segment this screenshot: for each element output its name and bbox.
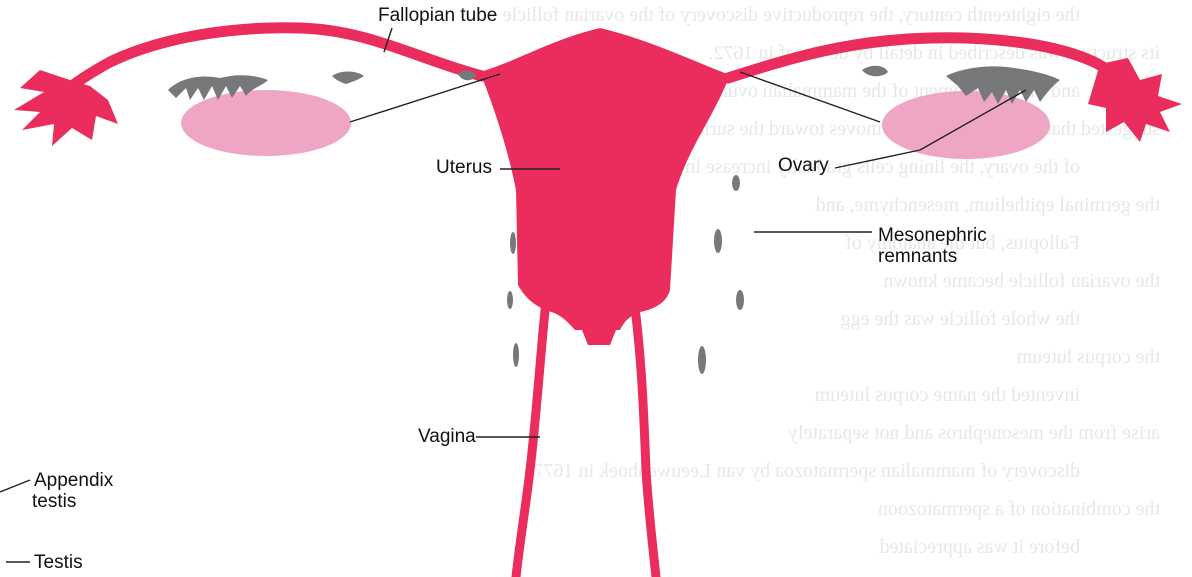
leader-appendix-testis [0, 480, 30, 492]
label-uterus: Uterus [436, 157, 492, 179]
right-ovary [882, 91, 1050, 159]
duct-remnant-6 [507, 291, 513, 309]
label-testis: Testis [34, 552, 83, 574]
right-remnant-mid [862, 66, 888, 77]
left-fallopian-tube [64, 28, 482, 92]
leader-uterus-right-ligament [740, 72, 880, 122]
label-fallopian-tube: Fallopian tube [378, 5, 497, 27]
leader-ovary [835, 150, 920, 168]
right-fimbriae [1088, 58, 1182, 142]
right-fallopian-tube [728, 38, 1120, 82]
left-ovary [181, 90, 351, 156]
vagina-right-wall [634, 300, 656, 577]
label-appendix-line1: Appendix [34, 470, 113, 492]
vagina-center [578, 320, 620, 345]
label-ovary: Ovary [778, 155, 829, 177]
label-vagina: Vagina [418, 426, 476, 448]
uterus-shape [480, 28, 730, 330]
duct-remnant-5 [510, 232, 516, 254]
label-mesonephric-line2: remnants [878, 246, 957, 268]
left-remnant-small [332, 72, 364, 85]
label-appendix-line2: testis [32, 491, 76, 513]
leader-uterus-left-ligament [350, 74, 500, 122]
duct-remnant-7 [513, 343, 519, 367]
left-fimbriae [14, 70, 118, 146]
duct-remnant-2 [714, 229, 722, 253]
duct-remnant-4 [698, 346, 706, 374]
duct-remnant-3 [736, 290, 744, 310]
vagina-left-wall [516, 300, 546, 577]
duct-remnant-1 [732, 175, 740, 191]
label-mesonephric-line1: Mesonephric [878, 225, 987, 247]
